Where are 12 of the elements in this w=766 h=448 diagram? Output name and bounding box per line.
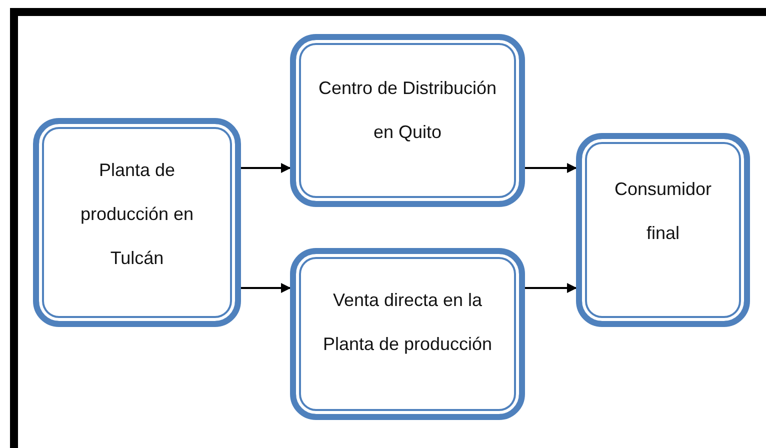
node-label: Consumidor final (613, 178, 713, 245)
arrow (241, 283, 291, 293)
process-box (290, 248, 525, 420)
arrow (525, 163, 577, 173)
arrow (525, 283, 577, 293)
process-box (576, 133, 750, 327)
node-label: Planta de producción en Tulcán (79, 159, 195, 270)
process-box (33, 118, 241, 327)
process-box (290, 34, 525, 207)
node-label: Centro de Distribución en Quito (317, 77, 498, 144)
node-label: Venta directa en la Planta de producción (322, 289, 494, 356)
arrow (241, 163, 291, 173)
